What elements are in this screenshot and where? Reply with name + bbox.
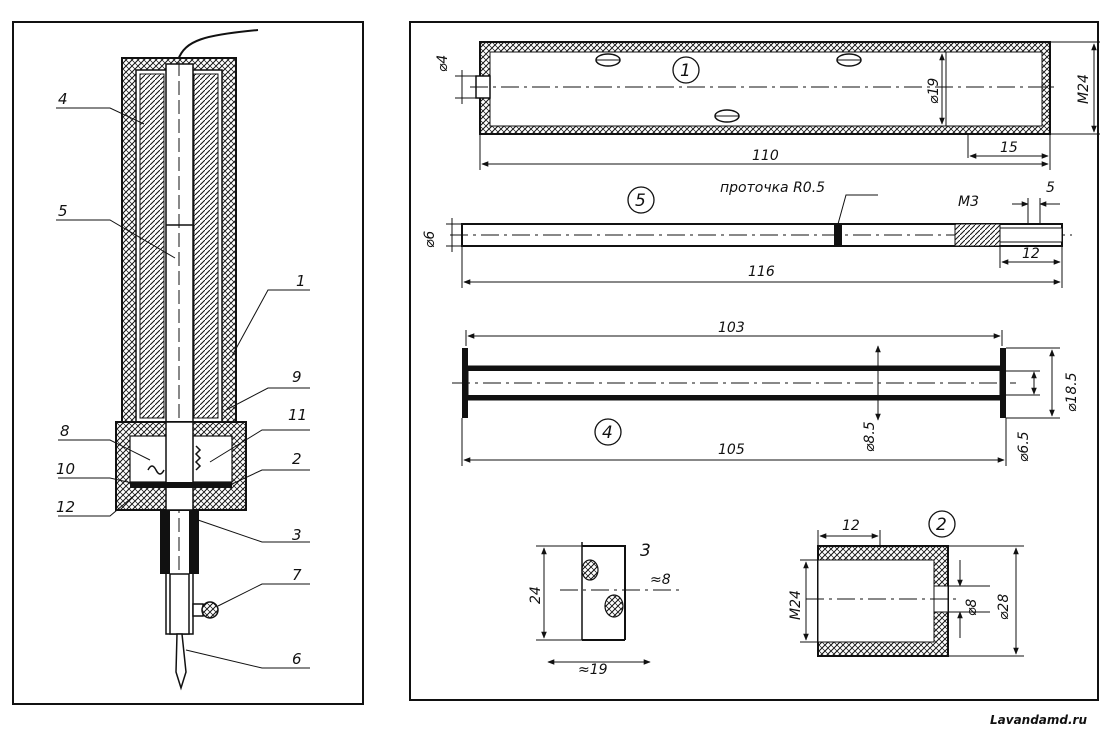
winding-left [139,73,165,419]
assembly-label-11: 11 [288,406,307,424]
part-3-collar: 24 3 ≈8 ≈19 [528,541,680,678]
assembly-frame [12,21,364,705]
part-1-m24: M24 [1076,74,1092,104]
part-5-m3: M3 [958,194,979,210]
assembly-label-9: 9 [292,368,302,386]
part-4-d6-5: ⌀6.5 [1016,431,1032,462]
assembly-label-6: 6 [292,650,302,668]
part-1-number: 1 [680,61,691,81]
wire [177,29,259,61]
part-1-tube: 1 ⌀4 ⌀19 M24 110 15 [435,41,1100,170]
part-2-number: 2 [936,515,947,535]
assembly-label-5: 5 [58,202,68,220]
part-3-width: ≈19 [578,662,608,678]
lock-screw [201,601,219,619]
part-4-d8-5: ⌀8.5 [862,421,878,452]
assembly-label-2: 2 [292,450,302,468]
part-4-sleeve: 103 105 4 ⌀8.5 ⌀18.5 ⌀6.5 [452,320,1080,466]
part-5-thread-len: 5 [1046,180,1055,196]
part-5-d6: ⌀6 [422,231,438,248]
part-2-cap: 12 2 M24 ⌀8 ⌀28 [788,510,1024,657]
assembly-label-1: 1 [296,272,306,290]
assembly-label-10: 10 [56,460,75,478]
assembly-view: 4 5 1 9 11 2 3 7 6 8 10 12 [12,21,364,705]
part-2-d8: ⌀8 [964,599,980,616]
part-5-rod: ⌀6 5 проточка R0.5 M3 5 12 116 [422,180,1072,288]
assembly-label-4: 4 [58,90,68,108]
part-5-groove: проточка R0.5 [720,180,825,196]
part-4-inner-len: 103 [718,320,745,336]
part-1-d19: ⌀19 [926,78,942,104]
assembly-label-7: 7 [292,566,302,584]
part-2-depth: 12 [842,518,860,534]
assembly-label-3: 3 [292,526,302,544]
solder-tip [175,633,187,691]
part-4-number: 4 [602,423,613,443]
part-3-thickness: ≈8 [650,572,671,588]
parts-frame [409,21,1099,701]
watermark: Lavandamd.ru [990,713,1087,727]
part-1-d4: ⌀4 [435,55,451,72]
part-1-thread-len: 15 [1000,140,1018,156]
part-4-length: 105 [718,442,745,458]
part-4-d18-5: ⌀18.5 [1064,372,1080,412]
part-3-height: 24 [528,586,544,604]
part-2-m24: M24 [788,590,804,620]
assembly-label-8: 8 [60,422,70,440]
part-5-number: 5 [635,191,646,211]
assembly-label-12: 12 [56,498,75,516]
winding-right [193,73,219,419]
part-2-d28: ⌀28 [996,594,1012,620]
part-5-bore-len: 12 [1022,246,1040,262]
part-5-length: 116 [748,264,775,280]
part-1-length: 110 [752,148,779,164]
part-3-number: 3 [640,541,651,561]
